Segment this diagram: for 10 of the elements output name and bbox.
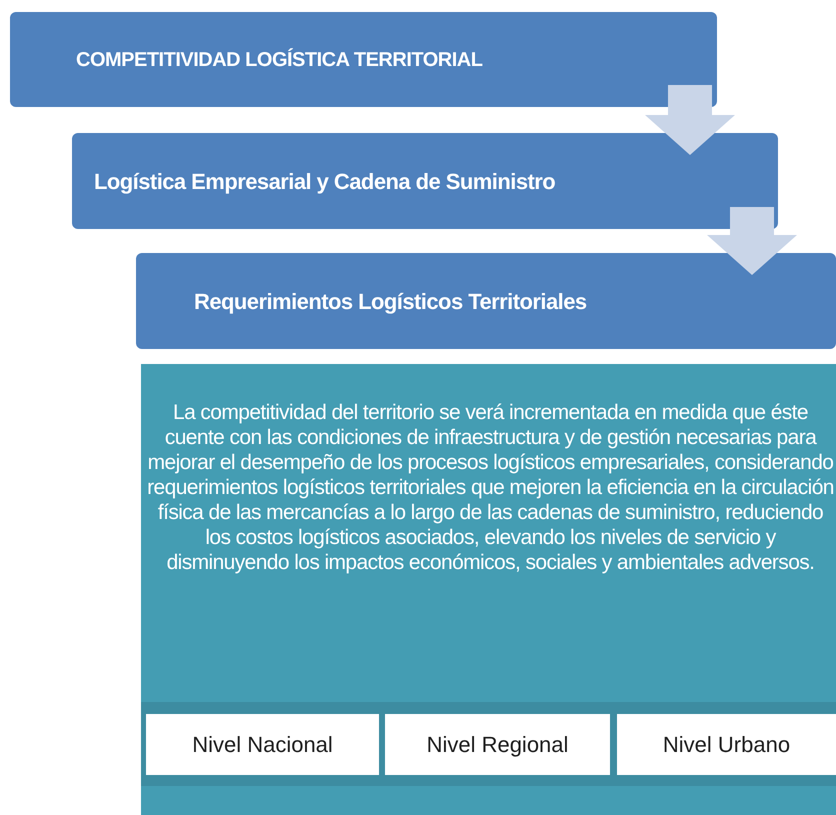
level-cell: Nivel Regional: [385, 714, 610, 775]
block-arrow: [707, 207, 797, 275]
title-box: COMPETITIVIDAD LOGÍSTICA TERRITORIAL: [10, 12, 717, 107]
level-cell: Nivel Urbano: [617, 714, 836, 775]
text-panel: [141, 364, 836, 815]
process-box: Requerimientos Logísticos Territoriales: [136, 253, 836, 349]
description-text: La competitividad del territorio se verá incrementada en medida que éste cuente con las condiciones de infraestructura y de gestión necesarias para mejorar el desempeño de los procesos logísticos empresariales, considerando requerimientos logísticos territoriales que mejoren la eficiencia en la circulación física de las mercancías a lo largo de las cadenas de suministro, reduciendo los costos logísticos asociados, elevando los niveles de servicio y disminuyendo los impactos económicos, sociales y ambientales adversos.: [147, 400, 834, 575]
level-cell: Nivel Nacional: [146, 714, 379, 775]
block-arrow: [645, 85, 735, 155]
process-box: Logística Empresarial y Cadena de Suministro: [72, 133, 778, 229]
